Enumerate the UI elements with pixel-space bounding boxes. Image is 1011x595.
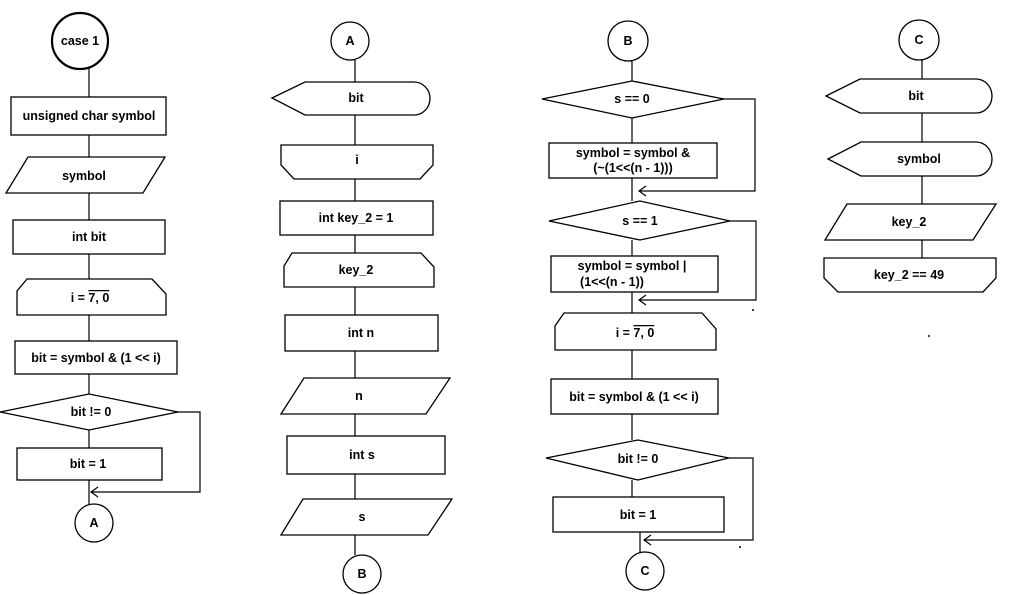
connector-b-out: B [342, 554, 382, 594]
condition-bit-decision: bit != 0 [0, 393, 179, 431]
declare-n-block: int n [284, 314, 439, 352]
stray-dot [752, 309, 754, 311]
svg-text:int bit: int bit [72, 230, 107, 244]
svg-text:key_2 == 49: key_2 == 49 [874, 268, 944, 282]
svg-text:n: n [355, 389, 363, 403]
svg-text:A: A [89, 516, 98, 530]
loop-start-block: i = 7, 0 [16, 278, 167, 316]
svg-text:i = 7, 0: i = 7, 0 [616, 326, 655, 340]
svg-text:C: C [914, 33, 923, 47]
svg-text:s: s [359, 510, 366, 524]
column-3: B s == 0 symbol = symbol & (~(1<<(n - 1)… [541, 20, 757, 591]
svg-text:bit != 0: bit != 0 [618, 452, 659, 466]
svg-text:B: B [357, 567, 366, 581]
assign-or-block: symbol = symbol | (1<<(n - 1)) [550, 255, 719, 293]
assign-bit-block: bit = symbol & (1 << i) [14, 340, 178, 375]
output-bit-block: bit [270, 81, 431, 116]
connector-c-out: C [625, 551, 665, 591]
stray-dot [739, 546, 741, 548]
stray-dot [928, 335, 930, 337]
input-s-block: s [279, 498, 454, 536]
set-bit-block: bit = 1 [552, 496, 725, 533]
loop-start-block: i = 7, 0 [554, 312, 717, 351]
output-symbol-block: symbol [826, 141, 993, 177]
assign-bit-block: bit = symbol & (1 << i) [550, 378, 719, 415]
input-symbol-block: symbol [4, 156, 167, 194]
declare-symbol-block: unsigned char symbol [10, 96, 167, 136]
svg-text:bit = 1: bit = 1 [70, 457, 107, 471]
svg-text:key_2: key_2 [892, 215, 927, 229]
set-bit-block: bit = 1 [16, 447, 163, 481]
svg-text:bit: bit [348, 91, 364, 105]
svg-text:unsigned char symbol: unsigned char symbol [23, 109, 156, 123]
declare-key2-block: int key_2 = 1 [279, 200, 434, 236]
declare-bit-block: int bit [12, 219, 166, 255]
loop-range-overlined: 7, 0 [88, 291, 109, 305]
svg-text:bit = symbol & (1 << i): bit = symbol & (1 << i) [569, 390, 699, 404]
svg-text:symbol: symbol [897, 152, 941, 166]
input-key2-block: key_2 [823, 203, 998, 241]
svg-text:case 1: case 1 [61, 34, 99, 48]
condition-bit-decision: bit != 0 [545, 439, 730, 481]
svg-text:s == 1: s == 1 [622, 214, 657, 228]
svg-text:int key_2 = 1: int key_2 = 1 [319, 211, 394, 225]
assign-and-block: symbol = symbol & (~(1<<(n - 1))) [548, 142, 718, 179]
svg-text:i: i [355, 153, 358, 167]
svg-text:bit = symbol & (1 << i): bit = symbol & (1 << i) [31, 351, 161, 365]
connector-b-in: B [607, 20, 649, 62]
svg-text:symbol = symbol |: symbol = symbol | [578, 259, 687, 273]
svg-text:key_2: key_2 [339, 263, 374, 277]
svg-text:s == 0: s == 0 [614, 92, 649, 106]
connector-a-out: A [74, 503, 114, 543]
svg-text:int n: int n [348, 326, 374, 340]
svg-text:symbol = symbol &: symbol = symbol & [576, 146, 690, 160]
svg-text:bit != 0: bit != 0 [71, 405, 112, 419]
input-n-block: n [279, 377, 452, 415]
loop-range-overlined: 7, 0 [633, 326, 654, 340]
declare-s-block: int s [286, 435, 446, 475]
condition-s0-decision: s == 0 [541, 80, 725, 119]
svg-text:symbol: symbol [62, 169, 106, 183]
output-key2-block: key_2 [283, 252, 435, 288]
column-4: C bit symbol key_2 key_2 == 49 [823, 19, 998, 337]
start-terminal: case 1 [50, 11, 110, 71]
svg-text:(1<<(n - 1)): (1<<(n - 1)) [580, 275, 644, 289]
output-bit-block: bit [824, 78, 993, 114]
end-condition-block: key_2 == 49 [823, 257, 997, 293]
svg-text:B: B [623, 34, 632, 48]
svg-text:bit: bit [908, 89, 924, 103]
connector-c-in: C [898, 19, 940, 61]
column-2: A bit i int key_2 = 1 key_2 int n n int [270, 21, 454, 594]
svg-text:C: C [640, 564, 649, 578]
svg-text:i = 7, 0: i = 7, 0 [71, 291, 110, 305]
output-i-block: i [280, 144, 434, 180]
column-1: case 1 unsigned char symbol symbol int b… [0, 11, 201, 543]
condition-s1-decision: s == 1 [548, 200, 731, 241]
svg-text:bit = 1: bit = 1 [620, 508, 657, 522]
svg-text:A: A [345, 34, 354, 48]
svg-text:(~(1<<(n - 1))): (~(1<<(n - 1))) [593, 161, 673, 175]
connector-a-in: A [330, 21, 370, 61]
svg-text:int s: int s [349, 448, 375, 462]
